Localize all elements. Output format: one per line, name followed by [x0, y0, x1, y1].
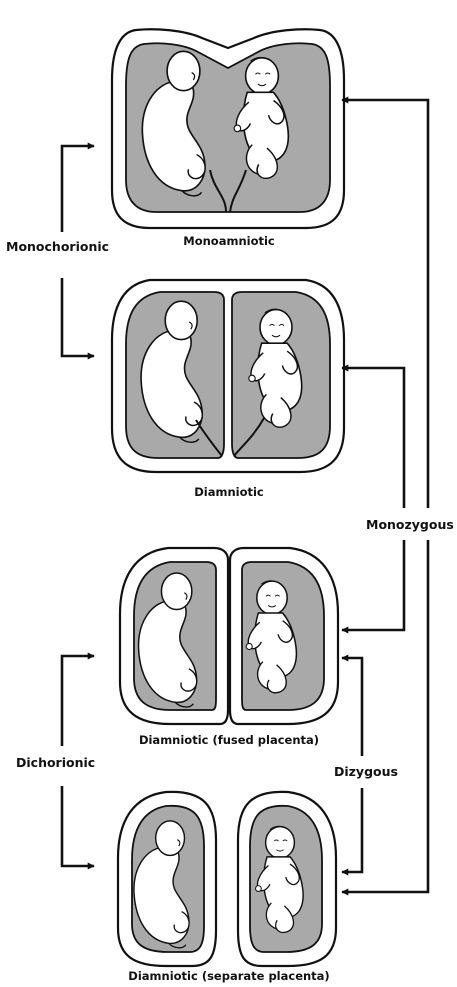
caption-diamniotic-separate: Diamniotic (separate placenta)	[128, 969, 329, 983]
panel-monoamniotic	[112, 29, 344, 228]
panel-diamniotic-separate	[118, 792, 336, 966]
label-dichorionic: Dichorionic	[16, 756, 95, 770]
caption-diamniotic-fused: Diamniotic (fused placenta)	[139, 733, 319, 747]
caption-monoamniotic: Monoamniotic	[183, 234, 274, 248]
label-monozygous: Monozygous	[366, 518, 454, 532]
panel-diamniotic	[112, 280, 344, 472]
label-dizygous: Dizygous	[334, 765, 398, 779]
panel-diamniotic-fused	[120, 548, 338, 724]
label-monochorionic: Monochorionic	[6, 240, 109, 254]
caption-diamniotic: Diamniotic	[194, 485, 264, 499]
